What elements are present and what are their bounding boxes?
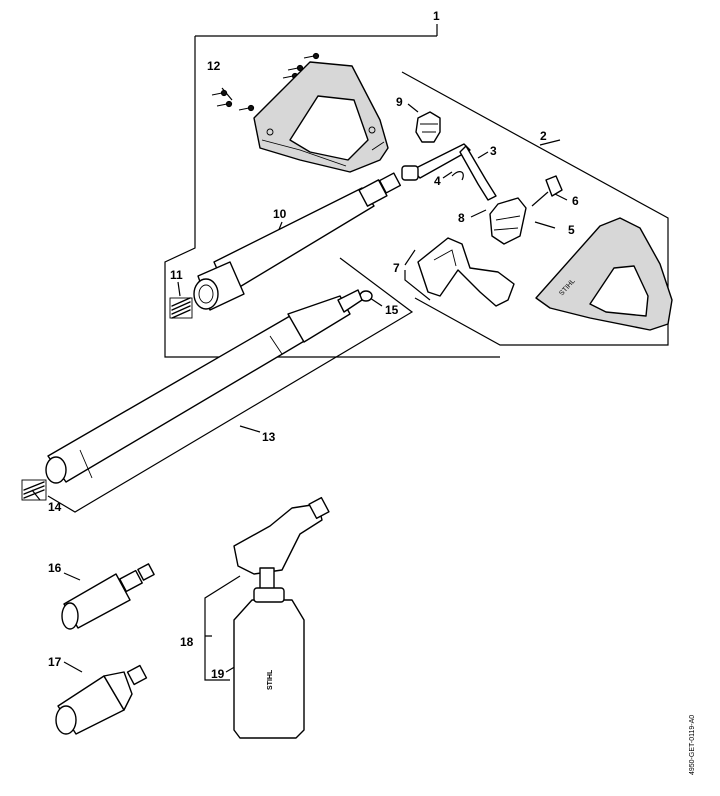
bracket-assembly-13: [47, 257, 414, 513]
foam-nozzle-part-18: [233, 496, 330, 593]
drawing-code: 4950-GET-0119-A0: [689, 715, 696, 775]
callout-11: 11: [170, 268, 183, 282]
spray-lance-part-13: [45, 289, 363, 484]
nozzle-part-16: [61, 563, 155, 630]
callout-15: 15: [385, 303, 399, 317]
bracket-assembly-18: [204, 575, 241, 681]
callout-19: 19: [211, 667, 225, 681]
callout-14: 14: [48, 500, 62, 514]
callout-8: 8: [458, 211, 465, 225]
valve-block-part-8: [489, 197, 527, 245]
callout-7: 7: [393, 261, 400, 275]
trigger-lock-part-6: [531, 175, 563, 207]
callout-18: 18: [180, 635, 194, 649]
callout-17: 17: [48, 655, 62, 669]
callout-13: 13: [262, 430, 276, 444]
callout-2: 2: [540, 129, 547, 143]
callout-10: 10: [273, 207, 287, 221]
spring-part-11: [169, 297, 193, 319]
coupling-part-9: [415, 111, 441, 143]
callout-1: 1: [433, 9, 440, 23]
bottle-brand-logo: STIHL: [267, 669, 274, 690]
screws-part-12: [211, 52, 320, 112]
trigger-part-7: [417, 237, 515, 307]
callout-12: 12: [207, 59, 221, 73]
callout-3: 3: [490, 144, 497, 158]
foam-bottle-part-19: STIHL: [233, 587, 305, 739]
callout-16: 16: [48, 561, 62, 575]
callout-labels: 1 2 3 4 5 6 7 8 9 10 11 12 13 14 15 16 1…: [48, 9, 579, 681]
nozzle-part-17: [55, 664, 148, 735]
bracket-assembly-7: [404, 249, 431, 301]
spring-part-14: [21, 479, 47, 501]
callout-6: 6: [572, 194, 579, 208]
clip-part-4: [451, 171, 464, 181]
lance-tube-part-10: [193, 172, 402, 311]
gun-handle-part-5: STIHL: [535, 217, 673, 331]
callout-9: 9: [396, 95, 403, 109]
callout-4: 4: [434, 174, 441, 188]
callout-5: 5: [568, 223, 575, 237]
housing-frame-part-1: [253, 61, 389, 173]
bracket-assembly-2: [401, 71, 669, 346]
valve-rod-part-3: [401, 143, 497, 201]
